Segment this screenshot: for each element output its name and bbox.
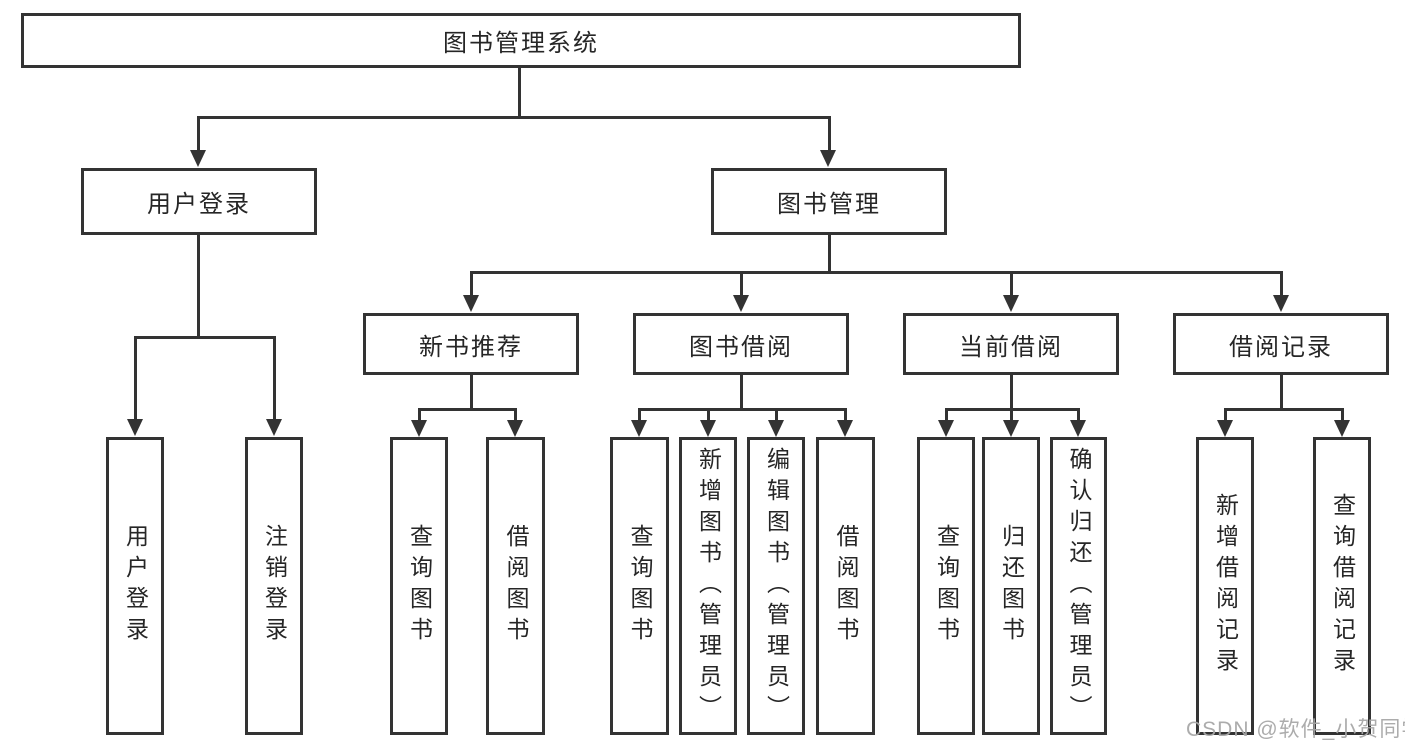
connector-line — [1224, 408, 1227, 422]
node-label: 用户登录 — [147, 191, 251, 218]
connector-line — [638, 408, 847, 411]
arrowhead — [820, 150, 836, 167]
node-borrow-records: 借阅记录 — [1173, 313, 1389, 375]
node-label: 借阅图书 — [503, 524, 529, 648]
connector-line — [707, 408, 710, 422]
leaf-query-books: 查询图书 — [390, 437, 448, 735]
node-label: 编辑图书（管理员） — [763, 446, 790, 726]
connector-line — [1280, 375, 1283, 411]
connector-line — [273, 336, 276, 422]
node-label: 查询图书 — [406, 524, 433, 648]
csdn-watermark: CSDN @软件_小贺同学 — [1186, 718, 1405, 741]
leaf-edit-books-admin: 编辑图书（管理员） — [747, 437, 805, 735]
arrowhead — [768, 420, 784, 437]
connector-line — [1224, 408, 1343, 411]
arrowhead — [1003, 295, 1019, 312]
leaf-borrow-books: 借阅图书 — [486, 437, 545, 735]
connector-line — [197, 116, 200, 153]
connector-line — [518, 66, 521, 119]
node-label: 新增图书（管理员） — [695, 446, 722, 726]
arrowhead — [1273, 295, 1289, 312]
node-label: 查询借阅记录 — [1329, 493, 1356, 679]
connector-line — [828, 235, 831, 274]
node-book-management: 图书管理 — [711, 168, 947, 235]
node-label: 当前借阅 — [959, 333, 1063, 361]
arrowhead — [463, 295, 479, 312]
connector-line — [828, 116, 831, 153]
arrowhead — [837, 420, 853, 437]
arrowhead — [190, 150, 206, 167]
node-label: 用户登录 — [122, 524, 149, 648]
node-label: 确认归还（管理员） — [1066, 446, 1092, 726]
arrowhead — [507, 420, 523, 437]
arrowhead — [938, 420, 954, 437]
leaf-query-books: 查询图书 — [610, 437, 669, 735]
leaf-add-borrow-record: 新增借阅记录 — [1196, 437, 1254, 735]
connector-line — [1010, 375, 1013, 411]
arrowhead — [266, 419, 282, 436]
connector-line — [1341, 408, 1344, 422]
arrowhead — [1217, 420, 1233, 437]
leaf-add-books-admin: 新增图书（管理员） — [679, 437, 737, 735]
arrowhead — [700, 420, 716, 437]
node-label: 图书借阅 — [689, 333, 793, 361]
connector-line — [1280, 271, 1283, 297]
node-new-book-recommend: 新书推荐 — [363, 313, 579, 375]
node-label: 新书推荐 — [419, 333, 523, 361]
connector-line — [470, 271, 1283, 274]
leaf-user-login: 用户登录 — [106, 437, 164, 735]
node-book-borrowing: 图书借阅 — [633, 313, 849, 375]
leaf-query-borrow-record: 查询借阅记录 — [1313, 437, 1371, 735]
connector-line — [638, 408, 641, 422]
node-label: 注销登录 — [261, 524, 288, 648]
leaf-confirm-return-admin: 确认归还（管理员） — [1050, 437, 1107, 735]
connector-line — [197, 116, 831, 119]
leaf-logout: 注销登录 — [245, 437, 303, 735]
node-label: 图书管理系统 — [443, 30, 599, 57]
node-label: 查询图书 — [627, 524, 653, 648]
arrowhead — [631, 420, 647, 437]
arrowhead — [1334, 420, 1350, 437]
arrowhead — [127, 419, 143, 436]
leaf-return-books: 归还图书 — [982, 437, 1040, 735]
connector-line — [470, 271, 473, 297]
connector-line — [775, 408, 778, 422]
leaf-query-books: 查询图书 — [917, 437, 975, 735]
connector-line — [1010, 271, 1013, 297]
node-label: 查询图书 — [933, 524, 960, 648]
connector-line — [844, 408, 847, 422]
node-label: 图书管理 — [777, 191, 881, 218]
node-label: 新增借阅记录 — [1212, 493, 1239, 679]
node-user-login: 用户登录 — [81, 168, 317, 235]
arrowhead — [1070, 420, 1086, 437]
node-current-borrowing: 当前借阅 — [903, 313, 1119, 375]
connector-line — [740, 271, 743, 297]
node-library-system: 图书管理系统 — [21, 13, 1021, 68]
arrowhead — [733, 295, 749, 312]
node-label: 借阅图书 — [833, 524, 859, 648]
connector-line — [418, 408, 421, 422]
connector-line — [1077, 408, 1080, 422]
connector-line — [418, 408, 517, 411]
connector-line — [197, 235, 200, 339]
arrowhead — [411, 420, 427, 437]
arrowhead — [1003, 420, 1019, 437]
node-label: 归还图书 — [998, 524, 1025, 648]
connector-line — [134, 336, 137, 422]
leaf-borrow-books: 借阅图书 — [816, 437, 875, 735]
connector-line — [1010, 408, 1013, 422]
node-label: 借阅记录 — [1229, 333, 1333, 361]
connector-line — [514, 408, 517, 422]
connector-line — [470, 375, 473, 411]
connector-line — [740, 375, 743, 411]
connector-line — [945, 408, 948, 422]
connector-line — [134, 336, 276, 339]
